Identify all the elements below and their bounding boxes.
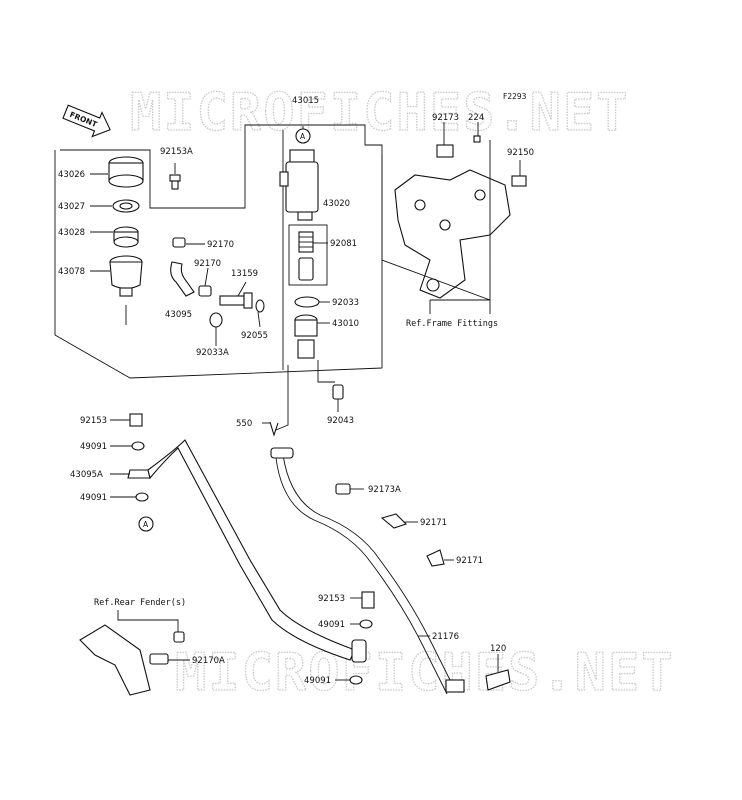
label-21176: 21176 <box>432 632 459 642</box>
label-92153-bottom: 92153 <box>318 594 345 604</box>
clamp-92171-upper <box>380 513 408 529</box>
label-92033: 92033 <box>332 298 359 308</box>
label-92171-2: 92171 <box>456 556 483 566</box>
pin-92043 <box>332 384 344 400</box>
bracket-frame-fittings <box>394 169 511 299</box>
reservoir-cap-43026 <box>108 156 144 188</box>
diaphragm-plate-43027 <box>112 199 140 213</box>
washer-49091-4 <box>349 675 363 685</box>
front-arrow-icon: FRONT <box>62 104 111 138</box>
screw-224 <box>473 135 481 143</box>
fitting-13159 <box>219 292 253 309</box>
label-92173: 92173 <box>432 113 459 123</box>
label-43010: 43010 <box>332 319 359 329</box>
clamp-92173A <box>335 483 351 495</box>
label-49091-3: 49091 <box>318 620 345 630</box>
master-cylinder-43015 <box>279 149 319 221</box>
label-92170-1: 92170 <box>207 240 234 250</box>
label-43027: 43027 <box>58 202 85 212</box>
diaphragm-43028 <box>113 226 139 248</box>
frame-fittings-outline <box>381 140 491 301</box>
oring-92055 <box>255 299 265 313</box>
label-92033A: 92033A <box>196 348 229 358</box>
clamp-92170A <box>149 653 169 665</box>
brake-hose-21176-left <box>147 439 356 661</box>
label-224: 224 <box>468 113 484 123</box>
label-43028: 43028 <box>58 228 85 238</box>
leader-lines <box>90 122 521 681</box>
label-120: 120 <box>490 644 506 654</box>
label-13159: 13159 <box>231 269 258 279</box>
svg-text:A: A <box>143 520 149 529</box>
label-43078: 43078 <box>58 267 85 277</box>
label-43095A: 43095A <box>70 470 103 480</box>
watermark-bottom: MICROFICHES.NET <box>175 643 675 703</box>
label-92170-2: 92170 <box>194 259 221 269</box>
circlip-92033 <box>294 296 320 308</box>
clamp-92171-lower <box>426 549 445 567</box>
label-ref-rear-fender: Ref.Rear Fender(s) <box>94 598 186 608</box>
washer-49091-2 <box>135 492 149 502</box>
guide-92173 <box>436 144 454 158</box>
cotter-pin-550 <box>269 421 279 437</box>
label-92173A: 92173A <box>368 485 401 495</box>
bolt-92150 <box>511 175 527 187</box>
label-92043: 92043 <box>327 416 354 426</box>
clamp-92170-lower <box>198 285 212 297</box>
cotter-pin-550-line <box>275 365 289 431</box>
label-92171-1: 92171 <box>420 518 447 528</box>
label-43020: 43020 <box>323 199 350 209</box>
washer-49091-1 <box>131 441 145 451</box>
bolt-92153A <box>169 174 181 190</box>
hose-43095 <box>170 261 195 297</box>
label-550: 550 <box>236 419 252 429</box>
rear-fender-bracket <box>79 624 151 696</box>
bleeder-120 <box>485 669 511 691</box>
label-92081: 92081 <box>330 239 357 249</box>
label-92055: 92055 <box>241 331 268 341</box>
label-43026: 43026 <box>58 170 85 180</box>
watermark-top: MICROFICHES.NET <box>130 83 630 143</box>
grommet <box>173 631 185 643</box>
fender-ref-bracket <box>117 610 179 632</box>
bolt-92153-lower <box>361 591 375 609</box>
label-43015: 43015 <box>292 96 319 106</box>
label-92153A: 92153A <box>160 147 193 157</box>
spring-92081 <box>298 231 314 281</box>
hose-fitting-bottom <box>445 679 465 693</box>
banjo-43095A <box>127 469 151 479</box>
label-ref-frame-fittings: Ref.Frame Fittings <box>406 319 498 329</box>
brake-hose-21176-right <box>282 454 456 691</box>
bolt-92153-upper <box>129 413 143 427</box>
pushrod-43010 <box>294 314 318 359</box>
callout-A-bottom: A <box>138 516 154 532</box>
label-92150: 92150 <box>507 148 534 158</box>
piston-kit-box <box>288 224 328 286</box>
washer-49091-3 <box>359 619 373 629</box>
clamp-92170-upper <box>172 237 186 248</box>
reservoir-43078 <box>109 255 143 297</box>
diagram-code: F2293 <box>503 92 527 101</box>
label-49091-4: 49091 <box>304 676 331 686</box>
hose-fitting-top <box>270 447 294 459</box>
circlip-92033A <box>209 312 223 328</box>
banjo-fitting-lower <box>351 639 367 663</box>
label-92153-top: 92153 <box>80 416 107 426</box>
label-43095: 43095 <box>165 310 192 320</box>
label-49091-1: 49091 <box>80 442 107 452</box>
label-92170A: 92170A <box>192 656 225 666</box>
label-49091-2: 49091 <box>80 493 107 503</box>
svg-text:A: A <box>300 132 306 141</box>
callout-A-top: A <box>295 128 311 144</box>
assembly-frame <box>54 124 383 379</box>
